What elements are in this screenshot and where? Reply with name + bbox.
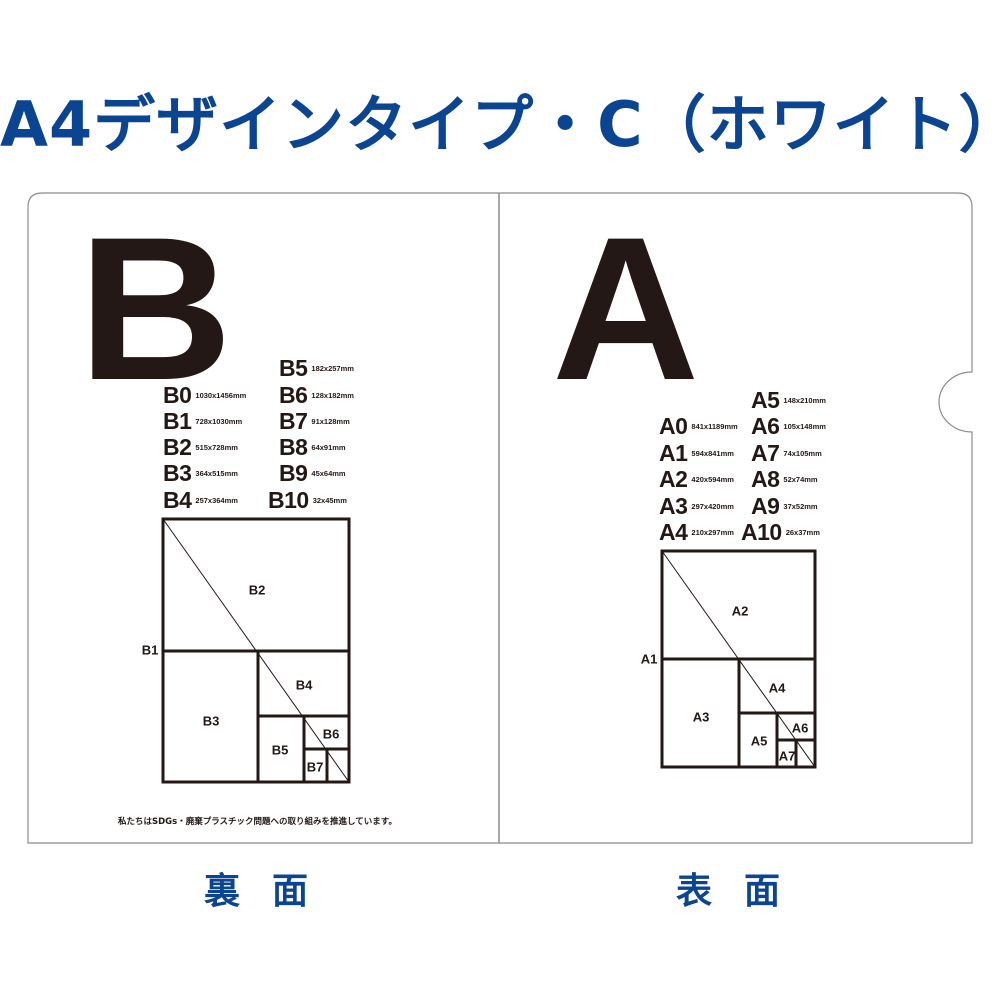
diagram-label-a3: A3 [692, 709, 710, 725]
size-code: B4 [163, 487, 192, 513]
size-dimension: 148x210mm [783, 395, 826, 405]
size-code: B8 [279, 434, 308, 460]
size-dimension: 32x45mm [312, 495, 347, 505]
diagram-label-b5: B5 [271, 742, 289, 758]
size-code: B6 [279, 382, 308, 408]
size-row: B2 515x728mm [163, 434, 238, 460]
size-code: A5 [751, 387, 780, 413]
size-dimension: 1030x1456mm [195, 390, 247, 400]
size-dimension: 210x297mm [691, 527, 734, 537]
size-row: A2 420x594mm [659, 466, 734, 492]
size-row: B0 1030x1456mm [163, 382, 246, 408]
big-letter-b: B [78, 195, 233, 423]
size-code: A2 [659, 466, 688, 492]
b-size-diagram [161, 517, 351, 784]
size-dimension: 128x182mm [311, 390, 354, 400]
diagram-label-b6: B6 [322, 726, 340, 742]
back-side-label: 裏面 [204, 871, 341, 912]
diagram-label-a4: A4 [768, 680, 786, 696]
size-code: B3 [163, 460, 192, 486]
size-dimension: 420x594mm [691, 474, 734, 484]
big-letter-a: A [552, 195, 700, 423]
size-dimension: 297x420mm [691, 501, 734, 511]
size-dimension: 91x128mm [311, 416, 350, 426]
size-row: B1 728x1030mm [163, 408, 242, 434]
size-code: B0 [163, 382, 192, 408]
size-row: A7 74x105mm [751, 440, 822, 466]
size-dimension: 52x74mm [783, 474, 818, 484]
page-title: A4デザインタイプ・C（ホワイト） [0, 88, 1000, 161]
diagram-label-b4: B4 [295, 677, 313, 693]
size-code: B1 [163, 408, 192, 434]
size-row: A9 37x52mm [751, 493, 818, 519]
size-row: B6 128x182mm [279, 382, 354, 408]
size-dimension: 182x257mm [311, 363, 354, 373]
diagram-label-a7: A7 [778, 748, 796, 764]
size-row: B9 45x64mm [279, 460, 346, 486]
size-code: A7 [751, 440, 780, 466]
size-row: A8 52x74mm [751, 466, 818, 492]
size-row: A4 210x297mm [659, 519, 734, 545]
diagram-label-b3: B3 [202, 713, 220, 729]
a-size-diagram [660, 549, 817, 769]
size-dimension: 45x64mm [311, 468, 346, 478]
size-dimension: 74x105mm [783, 448, 822, 458]
sdgs-notice: 私たちはSDGs・廃棄プラスチック問題への取り組みを推進しています。 [118, 817, 397, 827]
size-row: A1 594x841mm [659, 440, 734, 466]
size-row: B3 364x515mm [163, 460, 238, 486]
size-code: B7 [279, 408, 308, 434]
diagram-label-b7: B7 [306, 759, 324, 775]
size-code: A8 [751, 466, 780, 492]
size-dimension: 105x148mm [783, 421, 826, 431]
size-row: B7 91x128mm [279, 408, 350, 434]
diagram-label-b1: B1 [141, 642, 159, 658]
size-row: A3 297x420mm [659, 493, 734, 519]
size-code: A1 [659, 440, 688, 466]
size-row: A0 841x1189mm [659, 413, 738, 439]
size-code: B10 [268, 487, 309, 513]
size-row: B8 64x91mm [279, 434, 346, 460]
diagram-label-a2: A2 [731, 603, 749, 619]
size-row: B4 257x364mm [163, 487, 238, 513]
size-dimension: 37x52mm [783, 501, 818, 511]
diagram-label-a1: A1 [640, 651, 658, 667]
size-row: B10 32x45mm [268, 487, 347, 513]
size-row: B5 182x257mm [279, 355, 354, 381]
size-code: A9 [751, 493, 780, 519]
diagram-label-a6: A6 [791, 720, 809, 736]
size-code: B9 [279, 460, 308, 486]
size-dimension: 64x91mm [311, 442, 346, 452]
diagram-label-b2: B2 [248, 582, 266, 598]
size-code: A3 [659, 493, 688, 519]
size-code: B5 [279, 355, 308, 381]
size-dimension: 728x1030mm [195, 416, 243, 426]
size-code: A10 [741, 519, 782, 545]
size-code: A0 [659, 413, 688, 439]
size-dimension: 594x841mm [691, 448, 734, 458]
diagram-label-a5: A5 [750, 733, 768, 749]
size-code: B2 [163, 434, 192, 460]
size-row: A6 105x148mm [751, 413, 826, 439]
size-row: A5 148x210mm [751, 387, 826, 413]
size-dimension: 364x515mm [195, 468, 238, 478]
size-dimension: 841x1189mm [691, 421, 738, 431]
size-dimension: 515x728mm [195, 442, 238, 452]
size-code: A6 [751, 413, 780, 439]
front-side-label: 表面 [676, 871, 813, 912]
size-code: A4 [659, 519, 688, 545]
size-dimension: 257x364mm [195, 495, 238, 505]
size-dimension: 26x37mm [785, 527, 820, 537]
size-row: A10 26x37mm [741, 519, 820, 545]
